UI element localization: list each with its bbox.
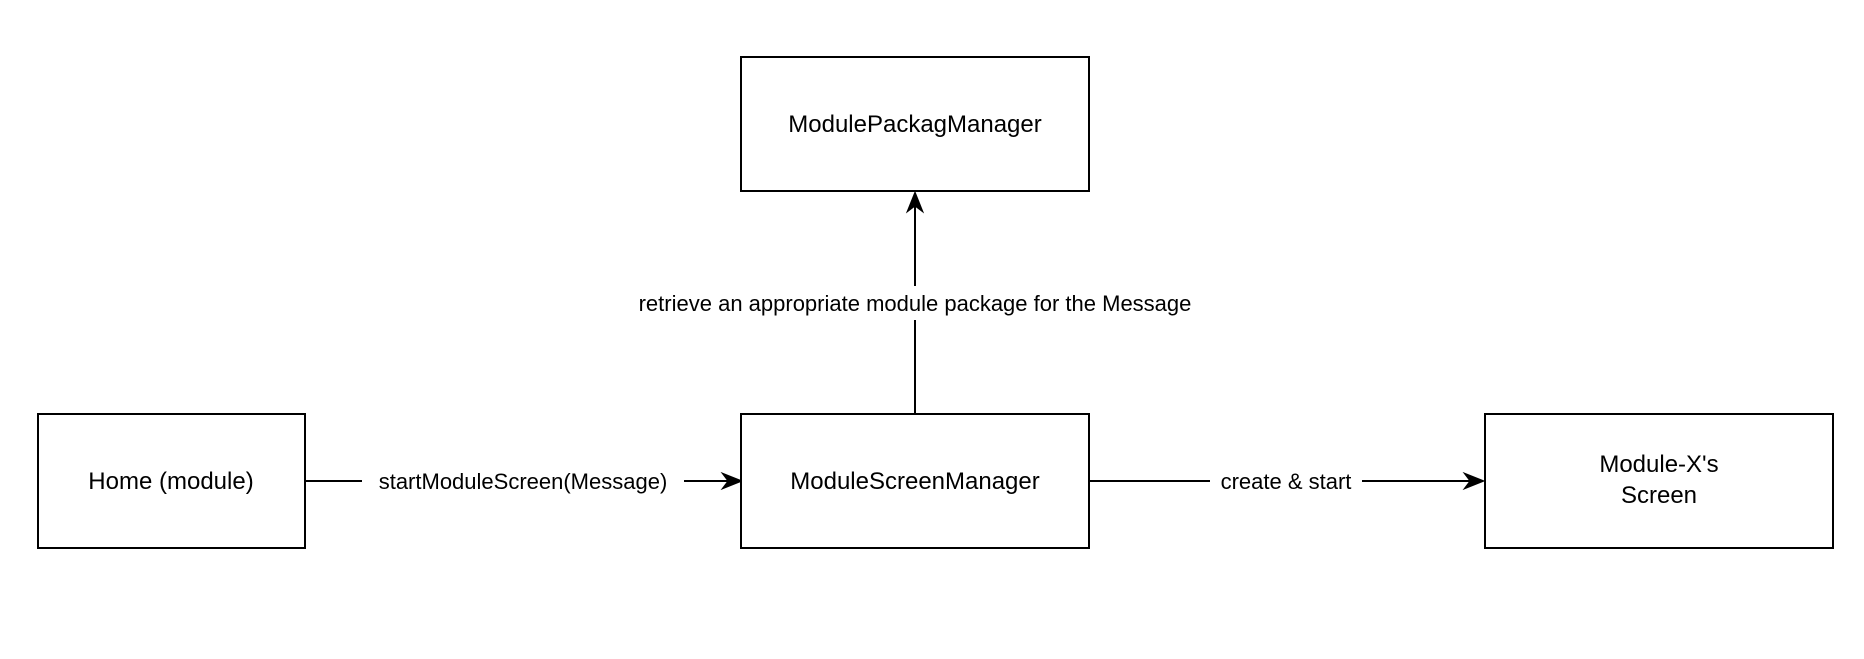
edge-manager-to-package: retrieve an appropriate module package f… [605, 190, 1225, 413]
node-box [740, 56, 1090, 192]
arrow-up-icon [905, 190, 925, 214]
edge-label-background [362, 465, 684, 497]
node-label: ModuleScreenManager [790, 468, 1039, 495]
edge-label-start-module-screen: startModuleScreen(Message) [379, 469, 668, 494]
node-label: Home (module) [88, 468, 253, 495]
arrow-right-icon [1462, 471, 1486, 491]
node-module-screen-manager[interactable]: ModuleScreenManager [740, 413, 1090, 549]
edge-label-retrieve-package: retrieve an appropriate module package f… [639, 291, 1192, 316]
node-box [740, 413, 1090, 549]
edge-label-background [1210, 465, 1362, 497]
node-label-line-1: Module-X's [1599, 451, 1718, 478]
edge-home-to-manager: startModuleScreen(Message) [306, 465, 744, 497]
node-module-x-screen[interactable]: Module-X's Screen [1484, 413, 1834, 549]
edge-label-background [605, 286, 1225, 320]
node-module-package-manager[interactable]: ModulePackagManager [740, 56, 1090, 192]
edge-manager-to-screen: create & start [1088, 465, 1486, 497]
arrow-right-icon [720, 471, 744, 491]
node-box [1484, 413, 1834, 549]
node-label: ModulePackagManager [788, 111, 1042, 138]
node-home-module[interactable]: Home (module) [37, 413, 306, 549]
edge-label-create-and-start: create & start [1221, 469, 1352, 494]
node-label-line-2: Screen [1621, 482, 1697, 509]
node-box [37, 413, 306, 549]
